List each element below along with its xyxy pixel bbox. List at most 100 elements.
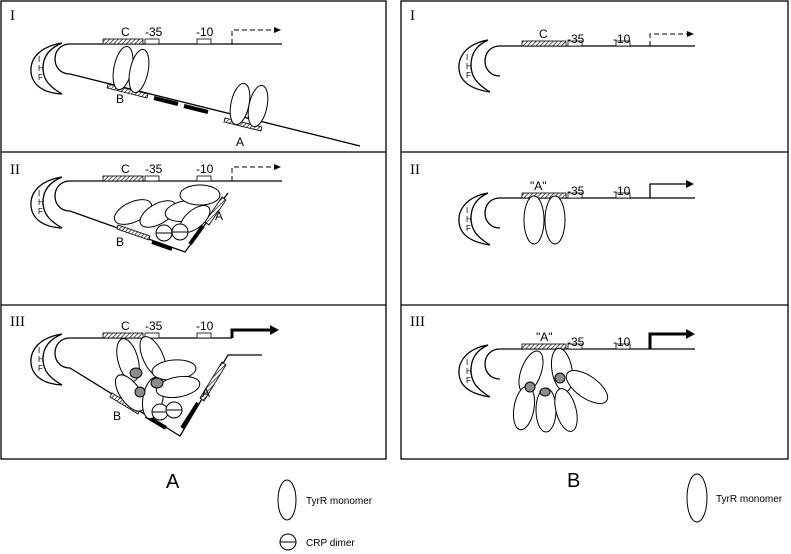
transcription-arrowhead — [686, 329, 695, 339]
panel-roman-label: II — [10, 162, 20, 178]
panel-a1: I I H F C -35 -10 B A — [10, 8, 361, 149]
site-c-label: C — [121, 25, 130, 39]
shaded-contact — [524, 381, 536, 393]
minus10-label: -10 — [196, 162, 214, 176]
ihf-letter: I — [38, 55, 40, 64]
minus35-box — [144, 175, 160, 182]
legend: TyrR monomer CRP dimer TyrR monomer — [277, 473, 783, 551]
shaded-contact — [134, 386, 146, 398]
transcription-arrow — [649, 31, 694, 46]
minus35-label: -35 — [567, 335, 585, 349]
ihf-letter: F — [466, 376, 471, 385]
ihf-letter: I — [466, 53, 468, 62]
tyrr-monomer — [544, 195, 566, 245]
ihf-letter: I — [466, 358, 468, 367]
minus10-label: -10 — [196, 25, 214, 39]
site-c-box — [102, 38, 144, 45]
ihf-protein — [30, 176, 63, 229]
transcription-arrowhead — [686, 180, 694, 188]
minus10-label: -10 — [613, 335, 631, 349]
tyrr-monomer — [179, 184, 221, 206]
minus10-label: -10 — [613, 184, 631, 198]
figure-b: I I H F C -35 -10 II I H F "A" -35 — [400, 0, 789, 492]
shaded-contact — [150, 377, 164, 389]
transcription-arrow — [230, 328, 270, 338]
minus35-label: -35 — [567, 32, 585, 46]
site-c-box — [521, 40, 567, 47]
legend-tyrr-label: TyrR monomer — [716, 494, 783, 505]
site-c-box — [102, 332, 144, 339]
panel-roman-label: II — [410, 162, 420, 178]
site-a-box — [521, 343, 567, 350]
ihf-letter: H — [466, 62, 472, 71]
ihf-letter: H — [38, 198, 44, 207]
site-a-label: A — [215, 209, 223, 223]
dna-strand — [54, 180, 282, 253]
minus10-box — [196, 332, 212, 339]
tyrr-monomer — [565, 370, 609, 404]
panel-roman-label: I — [410, 8, 415, 24]
panel-roman-label: III — [410, 314, 425, 330]
transcription-arrow — [649, 183, 686, 198]
minus10-label: -10 — [613, 32, 631, 46]
minus35-label: -35 — [145, 162, 163, 176]
site-c-label: C — [121, 162, 130, 176]
minus35-box — [567, 343, 583, 350]
tyrr-monomer-legend-icon — [686, 473, 708, 523]
minus10-box — [615, 343, 631, 350]
figure-a: I I H F C -35 -10 B A II — [0, 0, 387, 493]
shaded-contact — [539, 387, 551, 397]
ihf-letter: F — [38, 364, 43, 373]
minus10-box — [196, 38, 212, 45]
site-b-label: B — [113, 409, 121, 423]
figure-b-label: B — [567, 470, 580, 492]
minus35-label: -35 — [145, 25, 163, 39]
minus35-box — [144, 332, 160, 339]
site-c-label: C — [121, 319, 130, 333]
tyrr-monomer — [512, 385, 536, 431]
crp-site-bar — [151, 240, 173, 251]
site-a-label: "A" — [530, 179, 547, 193]
site-a-label: A — [202, 386, 210, 400]
legend-crp-label: CRP dimer — [306, 538, 355, 549]
figure-a-label: A — [166, 471, 180, 493]
dna-strand — [484, 45, 695, 77]
site-c-box — [102, 175, 144, 182]
minus35-label: -35 — [145, 319, 163, 333]
minus35-box — [144, 38, 160, 45]
ihf-letter: F — [38, 73, 43, 82]
crp-site-bar — [188, 224, 205, 246]
site-a-label: A — [236, 135, 244, 149]
transcription-arrowhead — [270, 325, 279, 335]
tyrr-monomer-legend-icon — [277, 479, 297, 521]
ihf-letter: I — [466, 206, 468, 215]
minus10-box — [196, 175, 212, 182]
minus10-box — [615, 192, 631, 199]
ihf-protein — [458, 344, 491, 398]
ihf-letter: I — [38, 346, 40, 355]
transcription-arrow — [231, 27, 281, 44]
site-a-box — [521, 192, 567, 199]
ihf-letter: H — [466, 367, 472, 376]
crp-site-bar — [183, 104, 209, 114]
crp-site-bar — [153, 96, 179, 106]
panel-a3: III I H F C -35 -10 B A — [10, 314, 279, 437]
minus10-label: -10 — [196, 319, 214, 333]
panel-b3: III I H F "A" -35 -10 — [410, 314, 695, 433]
panel-b2: II I H F "A" -35 -10 — [410, 162, 695, 246]
panel-roman-label: III — [10, 314, 25, 330]
crp-site-bar — [180, 401, 200, 430]
ihf-protein — [30, 42, 63, 95]
minus35-box — [567, 40, 583, 47]
minus10-box — [615, 40, 631, 47]
ihf-letter: H — [38, 64, 44, 73]
tyrr-monomer — [128, 48, 150, 94]
ihf-protein — [30, 333, 63, 386]
ihf-letter: F — [466, 71, 471, 80]
site-b-label: B — [116, 92, 124, 106]
tyrr-monomer — [247, 84, 269, 128]
ihf-protein — [458, 39, 491, 93]
dna-strand — [484, 197, 695, 229]
panel-b1: I I H F C -35 -10 — [410, 8, 695, 93]
tyrr-monomer — [523, 195, 545, 245]
